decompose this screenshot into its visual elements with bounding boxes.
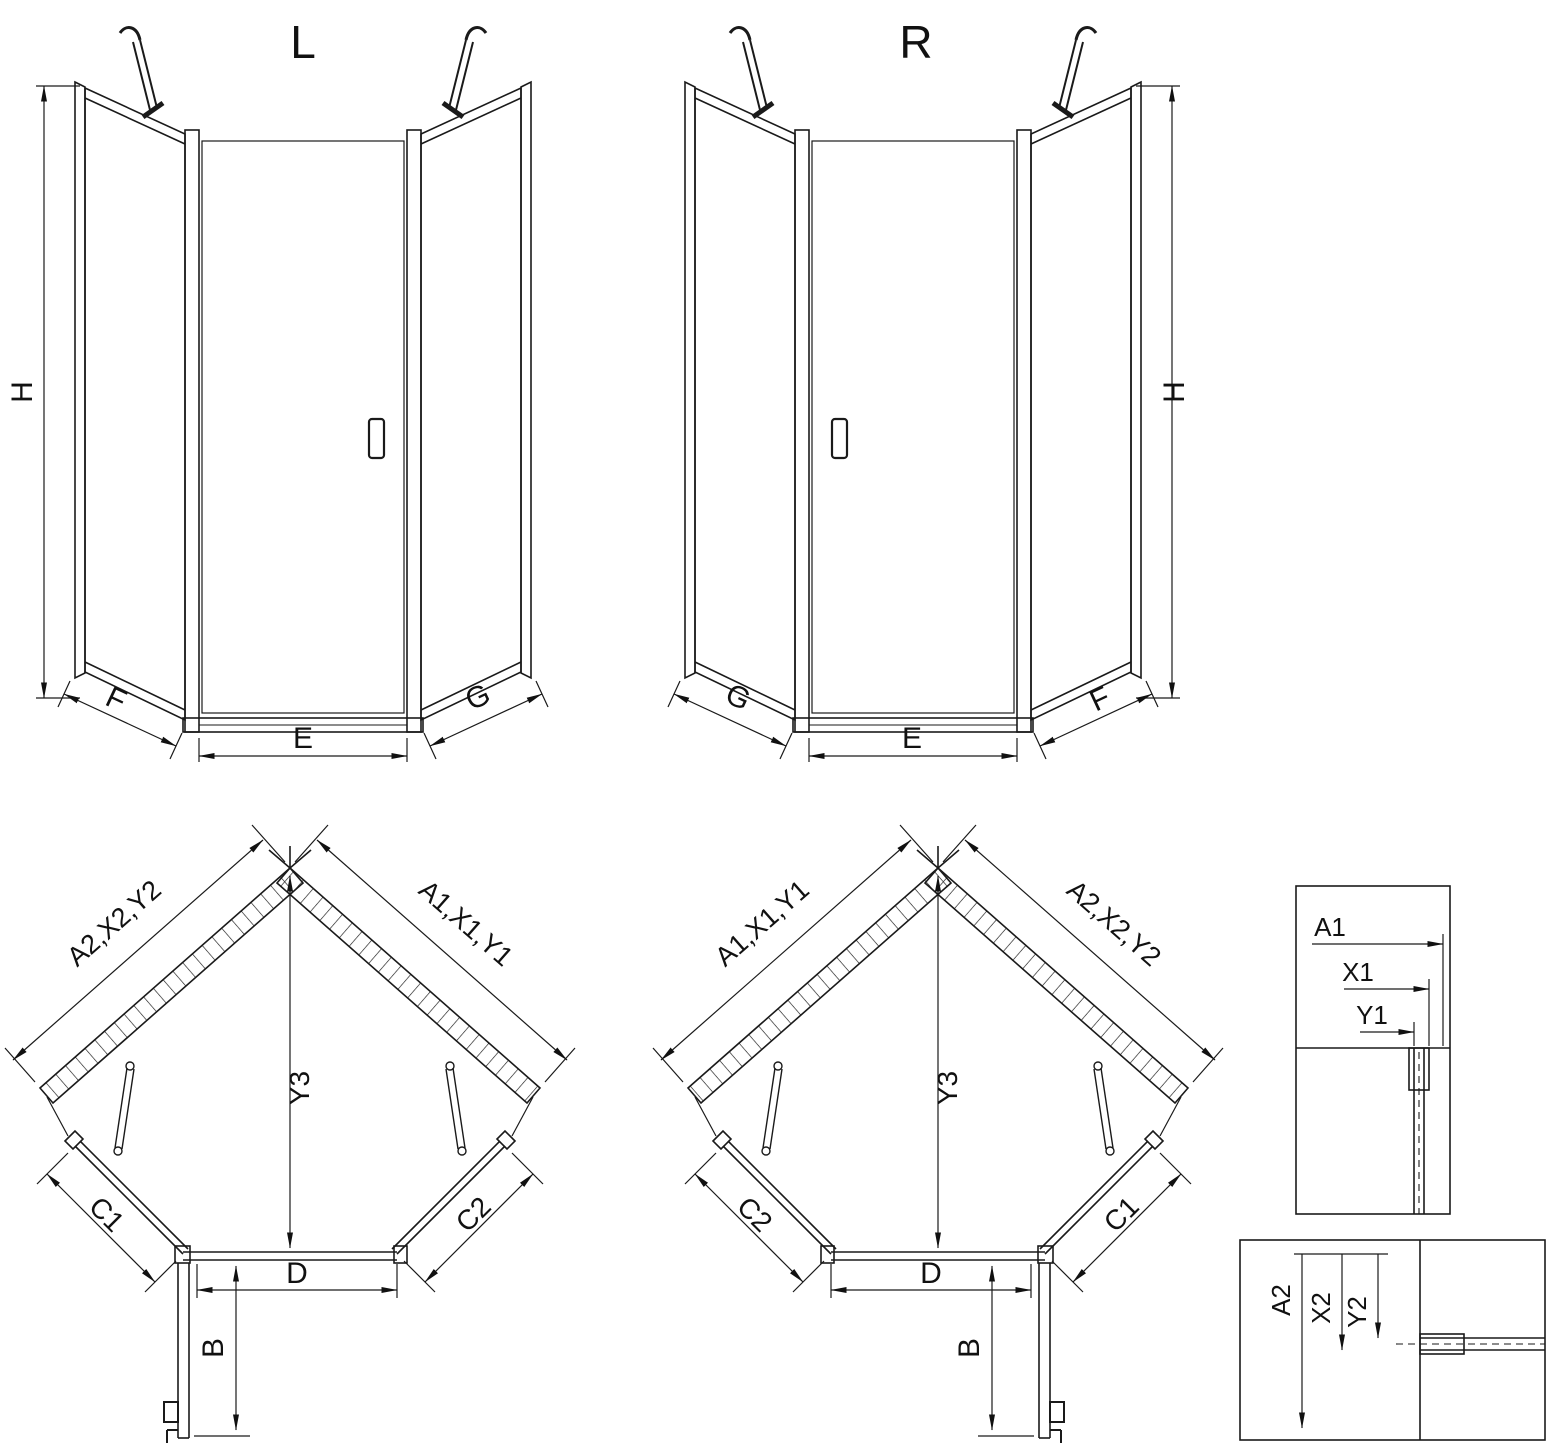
elevation-right	[668, 28, 1180, 762]
detail-bottom-box	[1239, 1239, 1546, 1441]
plan-right-wall-left-label: A1,X1,Y1	[709, 874, 815, 972]
dim-label-h-left: H	[6, 381, 39, 403]
plan-right-side-left-label: C2	[731, 1191, 778, 1238]
dim-label-e-left: E	[293, 722, 313, 755]
dim-label-f-right: F	[1085, 681, 1116, 719]
dim-label-g-left: G	[460, 678, 495, 718]
plan-right-side-right-label: C1	[1098, 1191, 1145, 1238]
plan-left-wall-left-label: A2,X2,Y2	[61, 874, 167, 972]
dim-label-h-right: H	[1158, 381, 1191, 403]
elevation-right-title: R	[899, 16, 932, 68]
detail-top-box	[1295, 885, 1451, 1215]
detail-bottom-x-label: X2	[1306, 1292, 1336, 1324]
dim-label-e-right: E	[902, 722, 922, 755]
plan-left-door-swing-label: B	[197, 1338, 230, 1358]
plan-left-door-width-label: D	[286, 1257, 308, 1290]
plan-left	[5, 825, 575, 1443]
detail-top-a-label: A1	[1314, 912, 1346, 942]
plan-left-side-right-label: C2	[450, 1191, 497, 1238]
detail-top-y-label: Y1	[1356, 1000, 1388, 1030]
detail-top-x-label: X1	[1342, 957, 1374, 987]
detail-bottom-a-label: A2	[1266, 1284, 1296, 1316]
dim-label-g-right: G	[720, 678, 755, 718]
plan-right-depth-label: Y3	[932, 1071, 963, 1105]
plan-left-wall-right-label: A1,X1,Y1	[413, 874, 519, 972]
detail-bottom-y-label: Y2	[1342, 1296, 1372, 1328]
elevation-left	[36, 28, 548, 762]
plan-right-wall-right-label: A2,X2,Y2	[1061, 874, 1167, 972]
dim-label-f-left: F	[101, 681, 132, 719]
plan-right-door-width-label: D	[920, 1257, 942, 1290]
plan-right	[653, 825, 1223, 1443]
elevation-left-title: L	[290, 16, 316, 68]
plan-left-depth-label: Y3	[284, 1071, 315, 1105]
plan-left-side-left-label: C1	[83, 1191, 130, 1238]
plan-right-door-swing-label: B	[953, 1338, 986, 1358]
